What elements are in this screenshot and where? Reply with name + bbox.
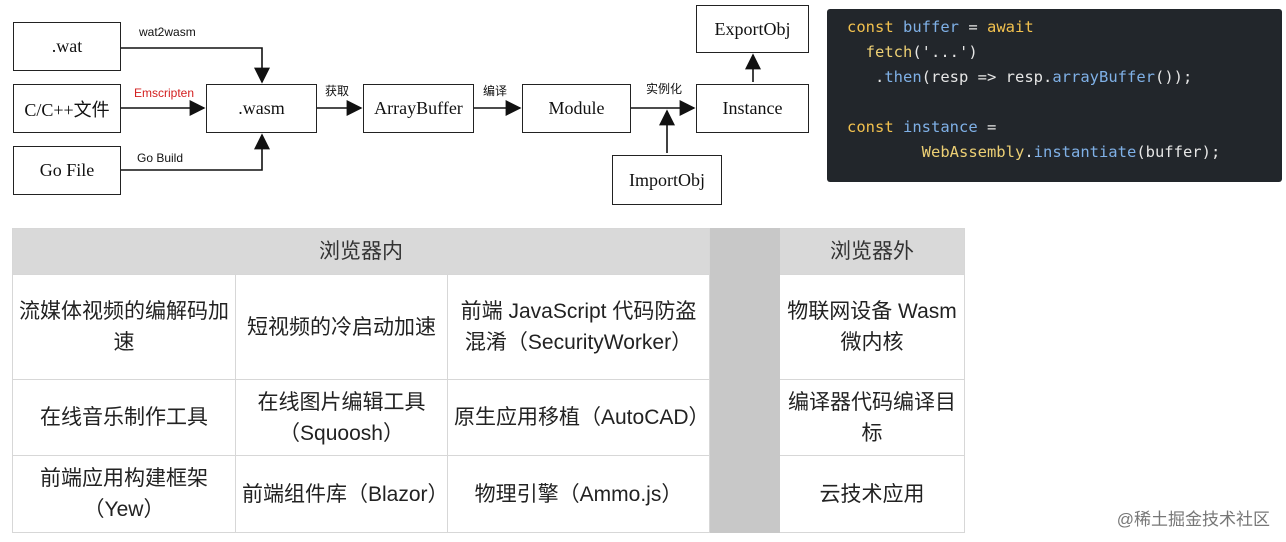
node-wasm: .wasm — [206, 84, 317, 133]
header-outside-browser: 浏览器外 — [780, 228, 965, 275]
node-importobj: ImportObj — [612, 155, 722, 205]
table-divider — [710, 228, 780, 533]
arrow-go-wasm — [121, 133, 270, 171]
table-cell: 物理引擎（Ammo.js） — [448, 456, 710, 533]
node-cpp: C/C++文件 — [13, 84, 121, 133]
code-variable: instance — [903, 118, 978, 136]
edge-label-instantiate: 实例化 — [646, 82, 683, 96]
diagram-arrows — [121, 47, 761, 171]
code-text: . — [875, 68, 885, 86]
table-cell: 在线音乐制作工具 — [12, 380, 236, 456]
code-text: (buffer); — [1136, 143, 1221, 161]
table-cell: 云技术应用 — [780, 456, 965, 533]
code-method: then — [884, 68, 922, 86]
table-cell: 流媒体视频的编解码加速 — [12, 275, 236, 380]
table-cell: 在线图片编辑工具（Squoosh） — [236, 380, 448, 456]
code-object: WebAssembly — [921, 143, 1025, 161]
code-operator: = — [959, 18, 988, 36]
code-text: (resp => resp. — [921, 68, 1053, 86]
code-text: ()); — [1154, 68, 1193, 86]
table-cell: 前端组件库（Blazor） — [236, 456, 449, 533]
node-go: Go File — [13, 146, 121, 195]
node-instance: Instance — [696, 84, 809, 133]
table-cell: 编译器代码编译目标 — [780, 380, 965, 456]
edge-label-fetch: 获取 — [325, 84, 350, 98]
code-keyword: await — [987, 18, 1034, 36]
edge-label-emscripten: Emscripten — [134, 86, 195, 100]
code-text: ('...') — [912, 43, 978, 61]
edge-label-wat2wasm: wat2wasm — [139, 25, 196, 39]
table-cell: 物联网设备 Wasm 微内核 — [780, 275, 965, 380]
node-exportobj: ExportObj — [696, 5, 809, 53]
code-operator: = — [977, 118, 997, 136]
table-cell: 短视频的冷启动加速 — [236, 275, 448, 380]
code-text: . — [1024, 143, 1034, 161]
code-method: arrayBuffer — [1052, 68, 1155, 86]
code-keyword: const — [847, 118, 894, 136]
code-method: instantiate — [1033, 143, 1137, 161]
edge-label-compile: 编译 — [483, 84, 508, 98]
node-module: Module — [522, 84, 631, 133]
code-block: const buffer = await fetch('...') .then(… — [827, 9, 1282, 182]
code-keyword: const — [847, 18, 894, 36]
code-variable: buffer — [903, 18, 960, 36]
node-arraybuffer: ArrayBuffer — [363, 84, 474, 133]
table-cell: 前端应用构建框架（Yew） — [12, 456, 236, 533]
table-cell: 原生应用移植（AutoCAD） — [448, 380, 710, 456]
table-cell: 前端 JavaScript 代码防盗混淆（SecurityWorker） — [448, 275, 710, 380]
watermark: @稀土掘金技术社区 — [1116, 510, 1270, 529]
edge-label-gobuild: Go Build — [137, 151, 184, 165]
arrow-wat-wasm — [121, 47, 270, 84]
header-inside-browser: 浏览器内 — [12, 228, 710, 275]
node-wat: .wat — [13, 22, 121, 71]
code-function: fetch — [865, 43, 913, 61]
